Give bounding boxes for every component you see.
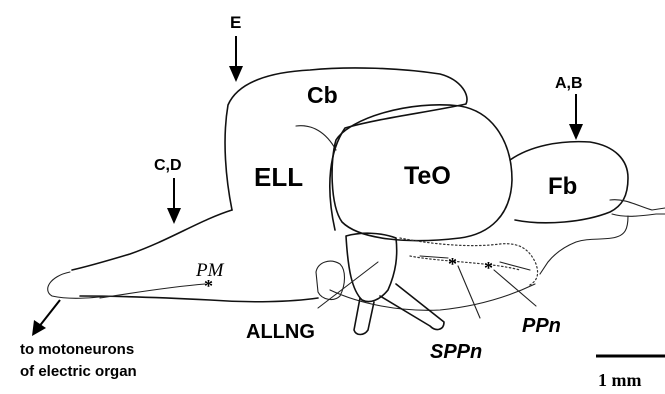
pm-trajectory-line	[100, 284, 205, 298]
section-arrow-ab	[569, 94, 583, 140]
label-pm: PM	[195, 260, 225, 281]
olfactory-stalk	[610, 200, 665, 217]
ventral-dotted-contour	[400, 238, 538, 286]
label-cerebellum: Cb	[307, 82, 338, 108]
section-arrow-e	[229, 36, 243, 82]
ppn-leader-line	[494, 270, 536, 306]
projection-arrow	[32, 300, 60, 336]
label-allng: ALLNG	[246, 321, 315, 343]
allng-nerve-root-right	[380, 284, 444, 329]
label-ell: ELL	[254, 162, 303, 192]
label-forebrain: Fb	[548, 173, 577, 200]
sppn-asterisk: *	[448, 254, 457, 274]
ppn-asterisk: *	[484, 258, 493, 278]
olfactory-bulb-tip	[540, 216, 628, 274]
section-arrow-cd	[167, 178, 181, 224]
label-projection-line1: to motoneurons	[20, 341, 134, 358]
ventral-brain-contour	[330, 284, 535, 310]
label-scale-bar: 1 mm	[598, 370, 642, 390]
hindbrain-ventral-contour	[80, 296, 318, 302]
label-sppn: SPPn	[430, 341, 482, 363]
nerve-line-to-pm	[48, 272, 110, 298]
label-ppn: PPn	[522, 315, 561, 337]
sppn-fiber	[420, 256, 448, 258]
label-section-e: E	[230, 13, 241, 32]
cerebellum-outline	[225, 68, 467, 230]
label-projection-line2: of electric organ	[20, 363, 137, 380]
ventral-lobe	[316, 261, 345, 299]
cerebellum-fold-line	[296, 126, 336, 150]
label-section-ab: A,B	[555, 75, 583, 92]
sppn-leader-line	[458, 266, 480, 318]
label-optic-tectum: TeO	[404, 162, 451, 190]
label-section-cd: C,D	[154, 157, 182, 174]
